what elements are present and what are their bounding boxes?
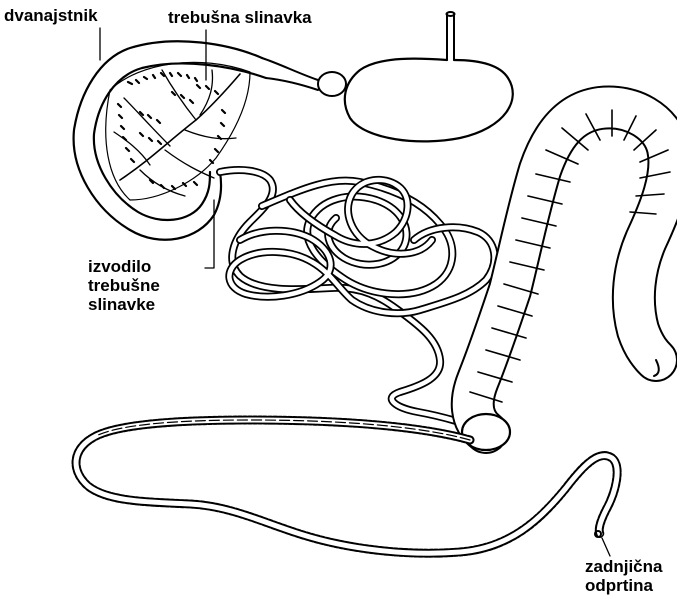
label-pancreatic-duct: izvodilo trebušne slinavke bbox=[88, 257, 160, 314]
rectum bbox=[76, 420, 617, 553]
anus-leader bbox=[602, 538, 610, 556]
pancreas bbox=[106, 62, 250, 200]
stomach bbox=[345, 59, 513, 142]
label-anus: zadnjična odprtina bbox=[585, 557, 662, 595]
large-intestine bbox=[470, 107, 670, 432]
label-anus-line: zadnjična bbox=[585, 557, 662, 576]
label-duodenum: dvanajstnik bbox=[4, 6, 98, 25]
label-pancreas: trebušna slinavka bbox=[168, 8, 312, 27]
cecum bbox=[462, 414, 510, 450]
esophagus bbox=[447, 12, 455, 60]
label-pancreatic-duct-line: slinavke bbox=[88, 295, 160, 314]
label-pancreatic-duct-line: izvodilo bbox=[88, 257, 160, 276]
label-pancreatic-duct-line: trebušne bbox=[88, 276, 160, 295]
label-anus-line: odprtina bbox=[585, 576, 662, 595]
pylorus bbox=[262, 58, 346, 96]
